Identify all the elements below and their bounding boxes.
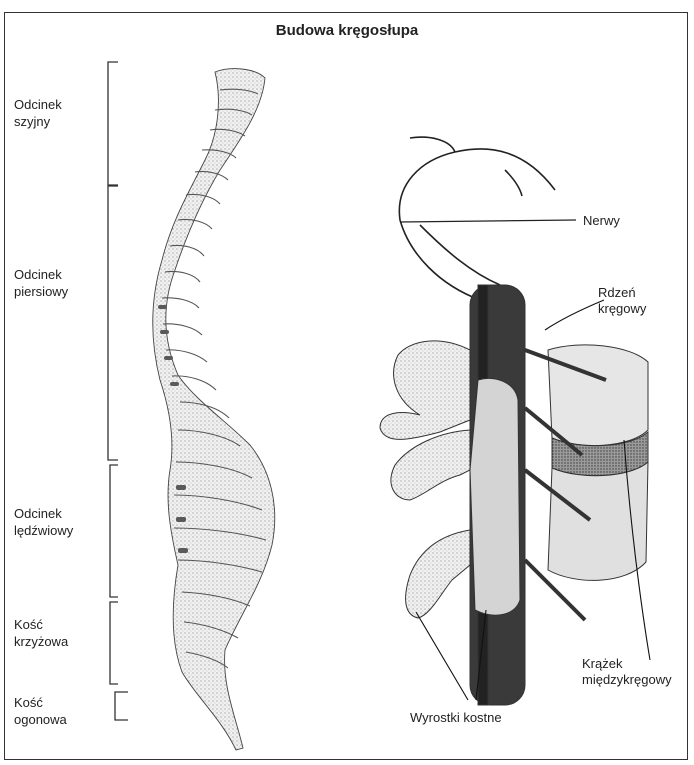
spinous-block <box>470 378 520 615</box>
posterior-process-middle <box>391 430 470 500</box>
bracket-cervical <box>108 62 118 185</box>
spine-outline <box>153 69 275 750</box>
bracket-lumbar <box>110 465 118 597</box>
bracket-coccyx <box>115 692 128 720</box>
vertebral-body-upper <box>548 345 648 446</box>
leader-spinal-cord <box>545 300 604 330</box>
posterior-process-upper <box>380 341 470 439</box>
bracket-sacrum <box>110 602 118 684</box>
vertebral-body-lower <box>548 462 648 580</box>
nerve-branches <box>399 137 576 300</box>
segment-brackets <box>108 62 128 720</box>
spine-column <box>153 69 275 750</box>
leader-processes-1 <box>416 612 468 700</box>
posterior-process-lower <box>406 530 470 618</box>
bracket-thoracic <box>108 186 118 460</box>
